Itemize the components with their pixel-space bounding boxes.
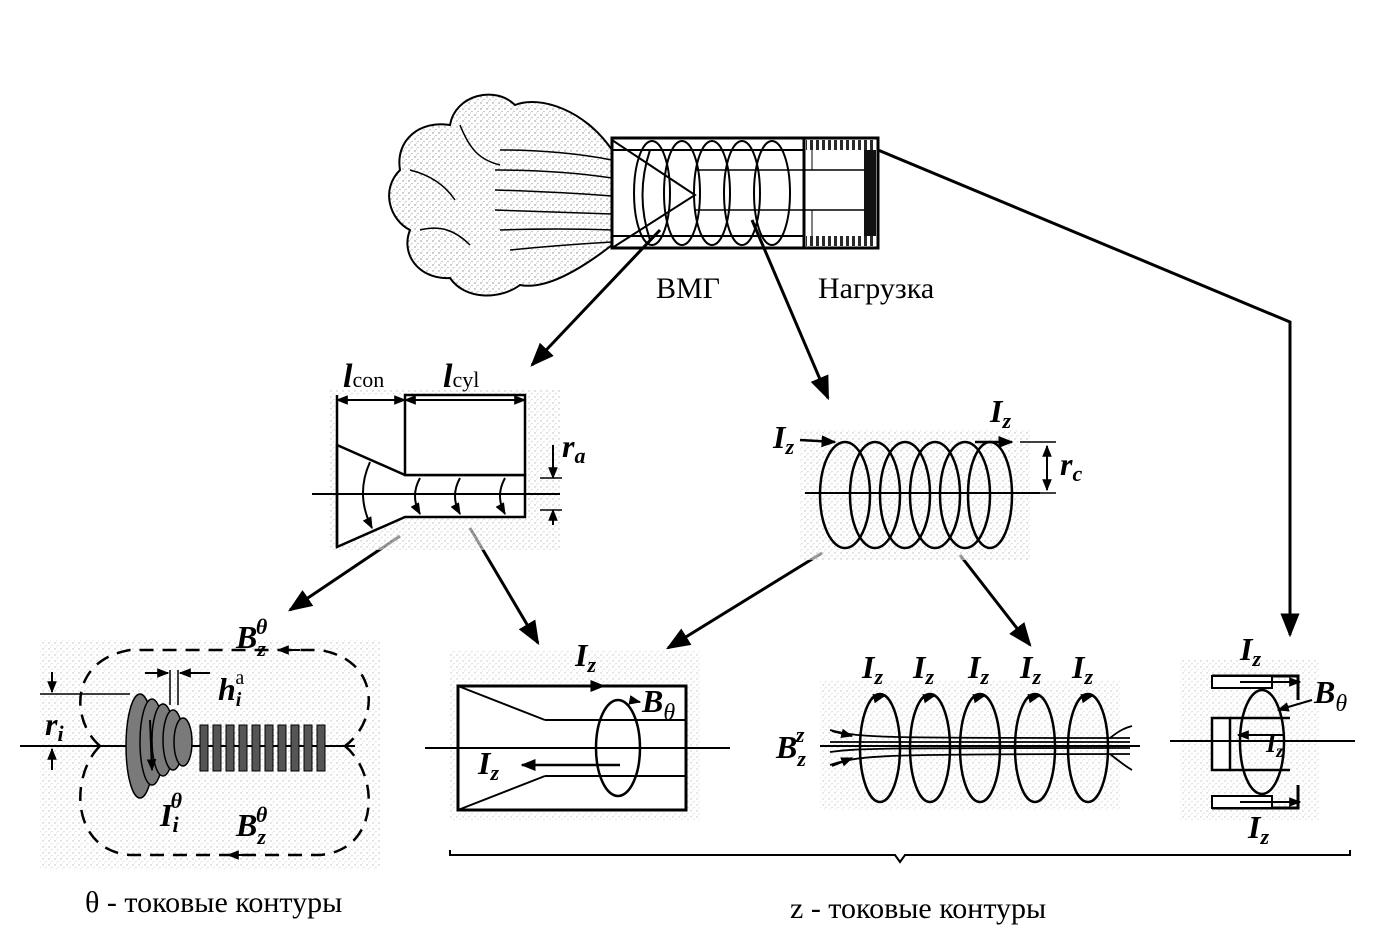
i-z-coil-out-label: Iz	[989, 393, 1011, 433]
b-z-z-label: Bzz	[775, 722, 806, 771]
solenoid-coil	[799, 430, 1056, 560]
r-i-label: ri	[45, 706, 64, 746]
b-z-theta-bottom-label: Bzθ	[235, 802, 268, 849]
l-cyl-label: lcyl	[443, 358, 479, 395]
explosion-cloud	[388, 93, 613, 297]
i-z-loop-2-label: Iz	[912, 649, 934, 689]
load-current-diagram	[1170, 660, 1355, 820]
l-con-label: lcon	[343, 358, 384, 395]
r-c-label: rc	[1060, 446, 1082, 486]
theta-caption: θ - токовые контуры	[85, 886, 342, 919]
i-z-loop-5-label: Iz	[1071, 649, 1093, 689]
z-caption: z - токовые контуры	[790, 892, 1046, 925]
i-z-box-top-label: Iz	[574, 637, 596, 677]
i-z-loop-3-label: Iz	[967, 649, 989, 689]
z-loops-field-diagram	[820, 680, 1140, 810]
b-theta-box-label: Bθ	[641, 683, 675, 726]
vmg-label: ВМГ	[656, 272, 720, 305]
i-z-loop-4-label: Iz	[1019, 649, 1041, 689]
z-group-brace	[449, 850, 1351, 864]
i-z-load-top-label: Iz	[1239, 631, 1261, 671]
i-z-load-bottom-label: Iz	[1247, 809, 1269, 849]
cone-cylinder-schematic	[312, 390, 562, 550]
load-label: Нагрузка	[818, 272, 934, 305]
theta-loops-diagram	[20, 640, 380, 870]
r-a-label: ra	[562, 428, 585, 468]
h-i-label: hia	[218, 667, 244, 711]
z-cone-box-diagram	[425, 650, 730, 820]
load-body	[802, 136, 880, 250]
generator-body	[610, 136, 806, 250]
i-i-theta-label: Iiθ	[159, 788, 183, 837]
i-z-box-bottom-label: Iz	[477, 745, 499, 785]
i-z-loop-1-label: Iz	[861, 649, 883, 689]
b-z-theta-top-label: Bzθ	[235, 614, 268, 661]
i-z-coil-in-label: Iz	[772, 419, 794, 459]
b-theta-load-label: Bθ	[1313, 674, 1347, 717]
i-z-load-mid-label: Iz	[1265, 729, 1283, 761]
